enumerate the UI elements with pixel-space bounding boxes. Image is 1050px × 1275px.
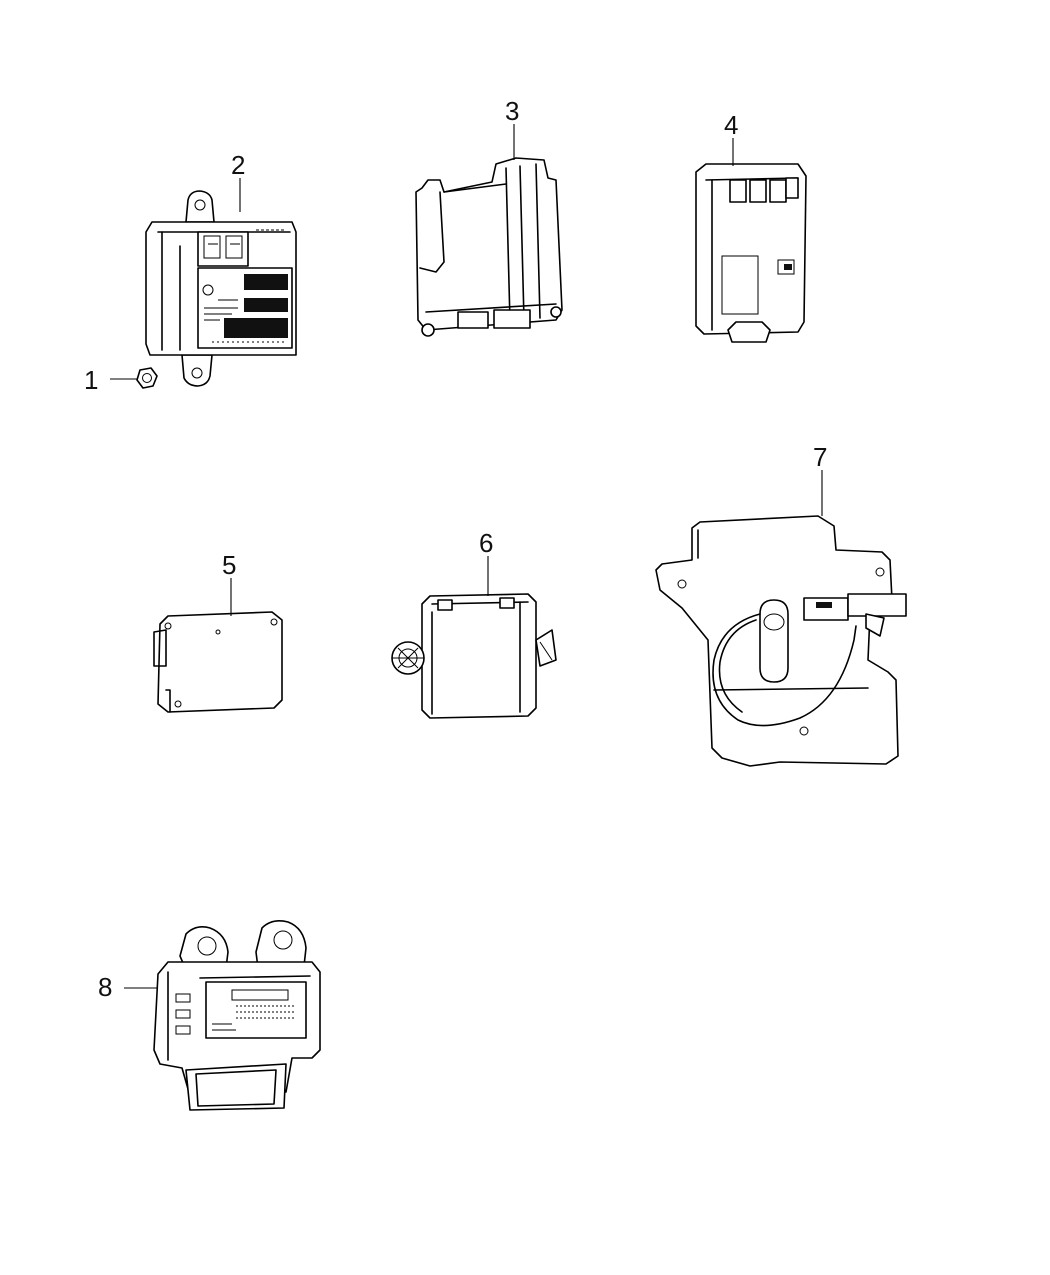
callout-7: 5: [222, 550, 236, 580]
part-8-airbag-control-module[interactable]: 8: [98, 920, 321, 1111]
callout-4: 7: [813, 442, 827, 472]
callout-3: 3: [505, 96, 519, 126]
callout-1: 1: [84, 365, 98, 395]
callout-8: 8: [98, 972, 112, 1002]
part-7-control-module[interactable]: 5: [153, 550, 283, 713]
callout-6: 6: [479, 528, 493, 558]
part-4-module-bracket[interactable]: 7: [655, 442, 907, 767]
callout-5: 4: [724, 110, 738, 140]
part-3-control-module[interactable]: 3: [415, 96, 563, 337]
part-5-control-module[interactable]: 4: [695, 110, 807, 343]
part-6-control-module[interactable]: 6: [391, 528, 557, 719]
callout-2: 2: [231, 150, 245, 180]
part-1-nut[interactable]: 1: [84, 365, 158, 395]
part-2-control-module[interactable]: 2: [145, 150, 297, 387]
